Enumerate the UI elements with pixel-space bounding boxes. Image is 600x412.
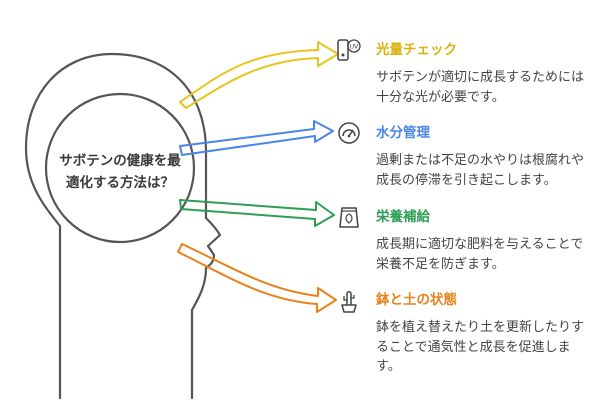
item-nutrition: 栄養補給 成長期に適切な肥料を与えることで栄養不足を防ぎます。: [376, 208, 588, 274]
item-pot-soil: 鉢と土の状態 鉢を植え替えたり土を更新したりすることで通気性と成長を促進します。: [376, 291, 588, 377]
item-description: 成長期に適切な肥料を与えることで栄養不足を防ぎます。: [376, 237, 584, 272]
gauge-icon: [338, 122, 360, 144]
item-description: 過剰または不足の水やりは根腐れや成長の停滞を引き起こします。: [376, 153, 585, 188]
item-light-check: 光量チェック サボテンが適切に成長するためには十分な光が必要です。: [376, 41, 588, 107]
arrow-nutrition: [179, 199, 335, 227]
item-description: 鉢を植え替えたり土を更新したりすることで通気性と成長を促進します。: [376, 320, 585, 374]
center-question: サボテンの健康を最適化する方法は？: [59, 153, 181, 191]
arrow-pot-soil: [177, 243, 337, 313]
item-title: 栄養補給: [376, 209, 430, 225]
fertilizer-bag-icon: [339, 207, 359, 228]
item-description: サボテンが適切に成長するためには十分な光が必要です。: [376, 70, 585, 105]
item-title: 光量チェック: [376, 42, 457, 58]
item-title: 水分管理: [376, 125, 430, 141]
item-water-management: 水分管理 過剰または不足の水やりは根腐れや成長の停滞を引き起こします。: [376, 124, 588, 190]
item-title: 鉢と土の状態: [376, 292, 457, 308]
cactus-pot-icon: [341, 291, 357, 313]
uv-meter-icon: UV: [337, 39, 361, 61]
svg-text:UV: UV: [350, 44, 359, 51]
arrow-light-check: [179, 41, 339, 109]
thought-circle: [44, 92, 196, 244]
arrow-water-management: [179, 120, 334, 156]
